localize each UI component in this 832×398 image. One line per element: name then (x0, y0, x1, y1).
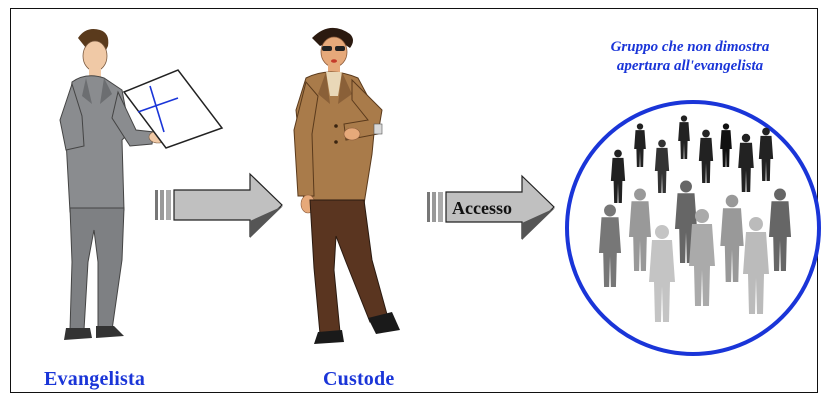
people-group-silhouettes (598, 115, 792, 322)
person-silhouette (649, 225, 675, 322)
custodian-label: Custode (323, 368, 395, 390)
group-title-line2: apertura all'evangelista (616, 58, 764, 74)
person-silhouette (628, 188, 652, 271)
person-silhouette (654, 139, 670, 193)
person-silhouette (678, 115, 690, 159)
access-arrow-label: Accesso (452, 198, 512, 218)
access-arrow: Accesso (427, 174, 555, 240)
evangelist-figure (59, 29, 168, 340)
person-silhouette (598, 204, 622, 287)
person-silhouette (768, 188, 792, 271)
person-silhouette (758, 127, 774, 181)
evangelist-label: Evangelista (44, 368, 146, 390)
person-silhouette (634, 123, 646, 167)
person-silhouette (689, 209, 715, 306)
group-title: Gruppo che non dimostra apertura all'eva… (560, 38, 820, 76)
group-title-line1: Gruppo che non dimostra (610, 39, 770, 55)
person-silhouette (720, 194, 744, 282)
custodian-figure (293, 27, 400, 344)
clipboard-cross-icon (122, 69, 224, 149)
right-arrow-icon (155, 172, 283, 238)
person-silhouette (743, 217, 769, 314)
person-silhouette (738, 133, 754, 192)
person-silhouette (610, 149, 626, 203)
person-silhouette (720, 123, 732, 167)
person-silhouette (698, 129, 714, 183)
